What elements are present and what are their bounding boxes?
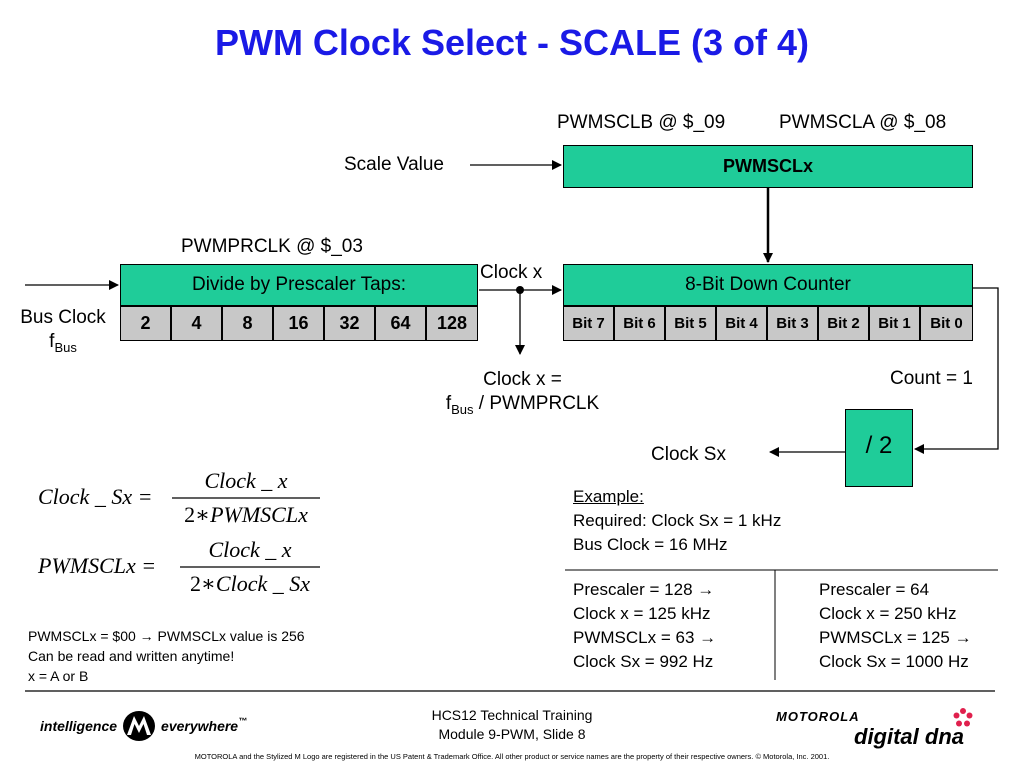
counter-bit: Bit 0 bbox=[920, 306, 973, 341]
example-line: Bus Clock = 16 MHz bbox=[573, 535, 728, 554]
example-col1-line: PWMSCLx = 63 → bbox=[573, 628, 717, 647]
formula1-den-coef: 2 bbox=[184, 502, 196, 527]
clock-x-label: Clock x bbox=[480, 262, 543, 283]
pwmscla-address: PWMSCLA @ $_08 bbox=[779, 112, 947, 133]
counter-bit: Bit 6 bbox=[614, 306, 665, 341]
pwmprclk-address: PWMPRCLK @ $_03 bbox=[181, 236, 363, 257]
counter-bit: Bit 3 bbox=[767, 306, 818, 341]
copyright-notice: MOTOROLA and the Stylized M Logo are reg… bbox=[194, 752, 830, 761]
bus-clock-label: Bus Clock fBus bbox=[10, 306, 116, 360]
clock-x-eq-rest: / PWMPRCLK bbox=[473, 393, 600, 414]
formula2-denominator: 2∗Clock _ Sx bbox=[180, 571, 320, 597]
count-output-line bbox=[914, 287, 999, 454]
pwmsclx-register-box: PWMSCLx bbox=[563, 145, 973, 188]
scale-value-label: Scale Value bbox=[344, 154, 444, 175]
formula2-lhs: PWMSCLx = bbox=[38, 553, 157, 578]
formula2-den-term: Clock _ Sx bbox=[215, 571, 311, 596]
example-block: Example: Required: Clock Sx = 1 kHz Bus … bbox=[573, 485, 781, 557]
example-col1-line: Prescaler = 128 → bbox=[573, 580, 715, 599]
prescaler-tap: 2 bbox=[120, 306, 171, 341]
clock-x-equation: Clock x = fBus / PWMPRCLK bbox=[425, 368, 620, 422]
counter-bits: Bit 7 Bit 6 Bit 5 Bit 4 Bit 3 Bit 2 Bit … bbox=[563, 306, 973, 341]
page-title: PWM Clock Select - SCALE (3 of 4) bbox=[214, 22, 810, 63]
count-equals-label: Count = 1 bbox=[890, 368, 973, 389]
slogan-left: intelligence bbox=[40, 718, 118, 734]
counter-bit: Bit 5 bbox=[665, 306, 716, 341]
counter-bit: Bit 4 bbox=[716, 306, 767, 341]
formula1-den-op: ∗ bbox=[195, 502, 211, 527]
example-heading: Example: bbox=[573, 487, 644, 506]
note-line: x = A or B bbox=[28, 668, 89, 684]
notes: PWMSCLx = $00 → PWMSCLx value is 256 Can… bbox=[28, 626, 305, 686]
note-line: Can be read and written anytime! bbox=[28, 648, 235, 664]
slogan-right: everywhere bbox=[161, 718, 239, 734]
counter-bit: Bit 1 bbox=[869, 306, 920, 341]
bus-clock-text: Bus Clock bbox=[20, 307, 106, 328]
divide-by-two-box: / 2 bbox=[845, 409, 913, 487]
prescaler-tap: 128 bbox=[426, 306, 478, 341]
prescaler-tap: 8 bbox=[222, 306, 273, 341]
bus-subscript: Bus bbox=[451, 401, 474, 417]
example-col2-line: Clock Sx = 1000 Hz bbox=[819, 652, 969, 671]
prescaler-label: Divide by Prescaler Taps: bbox=[191, 274, 407, 295]
bus-subscript: Bus bbox=[54, 339, 77, 355]
prescaler-tap: 32 bbox=[324, 306, 375, 341]
example-column-2: Prescaler = 64 Clock x = 250 kHz PWMSCLx… bbox=[819, 578, 972, 674]
f-symbol: f bbox=[445, 393, 452, 414]
example-col2-line: PWMSCLx = 125 → bbox=[819, 628, 972, 647]
formula1-lhs: Clock _ Sx = bbox=[38, 484, 153, 509]
prescaler-tap: 16 bbox=[273, 306, 324, 341]
bus-clock-symbol: fBus bbox=[10, 330, 116, 360]
example-col2-line: Clock x = 250 kHz bbox=[819, 604, 957, 623]
training-line1: HCS12 Technical Training bbox=[431, 707, 593, 723]
example-col1-line: Clock x = 125 kHz bbox=[573, 604, 711, 623]
divide-by-two-label: / 2 bbox=[865, 432, 893, 459]
trademark: ™ bbox=[238, 716, 248, 726]
pwmsclb-address: PWMSCLB @ $_09 bbox=[557, 112, 726, 133]
down-counter-label: 8-Bit Down Counter bbox=[685, 274, 851, 295]
f-symbol: f bbox=[49, 331, 55, 352]
motorola-m-logo-icon bbox=[123, 711, 156, 741]
digital-dna-logo: digital dna bbox=[854, 724, 964, 749]
prescaler-tap: 4 bbox=[171, 306, 222, 341]
note-line: PWMSCLx = $00 → PWMSCLx value is 256 bbox=[28, 628, 305, 644]
example-line: Required: Clock Sx = 1 kHz bbox=[573, 511, 782, 530]
clock-x-eq-line1: Clock x = bbox=[483, 369, 562, 390]
down-counter-header: 8-Bit Down Counter bbox=[563, 264, 973, 306]
formula1-numerator: Clock _ x bbox=[204, 468, 288, 493]
dna-flower-icon bbox=[953, 708, 973, 727]
clock-x-eq-line2: fBus / PWMPRCLK bbox=[425, 392, 620, 422]
prescaler-tap: 64 bbox=[375, 306, 426, 341]
formula1-denominator: 2∗PWMSCLx bbox=[172, 502, 320, 528]
prescaler-taps: 2 4 8 16 32 64 128 bbox=[120, 306, 478, 341]
pwmsclx-label: PWMSCLx bbox=[723, 156, 813, 176]
clock-sx-label: Clock Sx bbox=[651, 444, 726, 465]
formula1-den-term: PWMSCLx bbox=[210, 502, 308, 527]
example-col1-line: Clock Sx = 992 Hz bbox=[573, 652, 714, 671]
formula2-den-coef: 2 bbox=[189, 571, 201, 596]
formula2-den-op: ∗ bbox=[200, 571, 216, 596]
example-column-1: Prescaler = 128 → Clock x = 125 kHz PWMS… bbox=[573, 578, 716, 674]
training-line2: Module 9-PWM, Slide 8 bbox=[438, 726, 586, 742]
motorola-brand: MOTOROLA bbox=[776, 709, 860, 724]
footer-training: HCS12 Technical Training Module 9-PWM, S… bbox=[380, 706, 644, 744]
counter-bit: Bit 2 bbox=[818, 306, 869, 341]
prescaler-header: Divide by Prescaler Taps: bbox=[120, 264, 478, 306]
counter-bit: Bit 7 bbox=[563, 306, 614, 341]
formula2-numerator: Clock _ x bbox=[208, 537, 292, 562]
example-col2-line: Prescaler = 64 bbox=[819, 580, 930, 599]
